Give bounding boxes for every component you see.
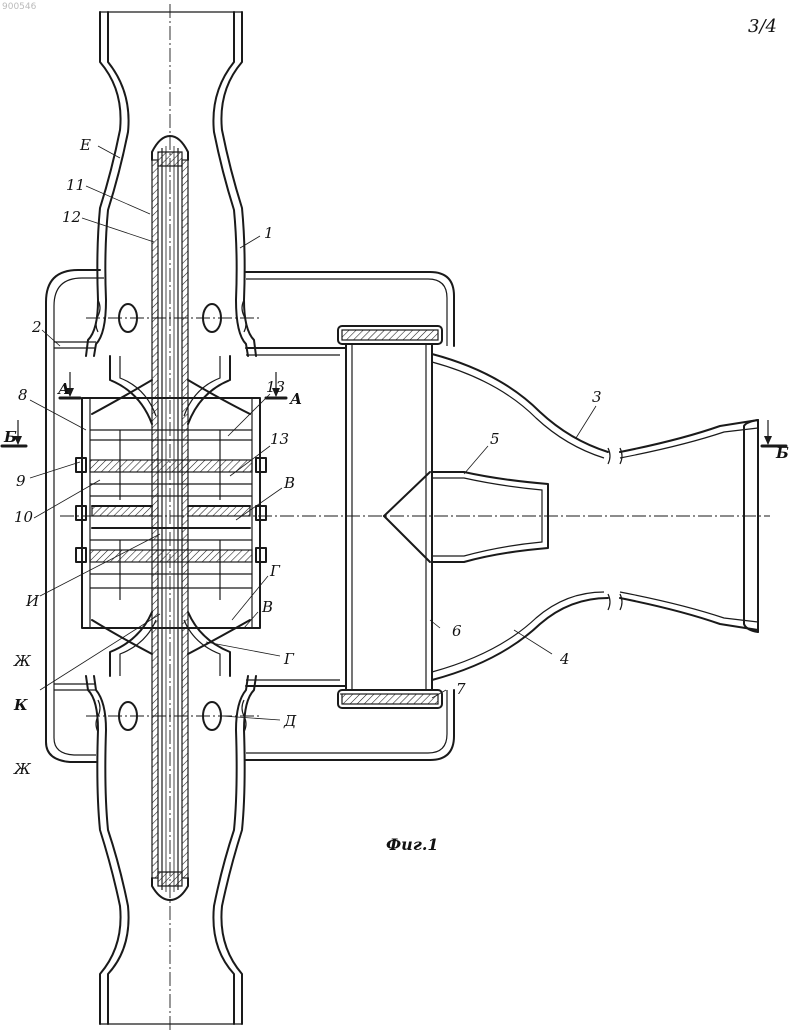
label-part-8: 8 [18, 386, 28, 404]
label-section-a-right: А [289, 390, 302, 408]
lower-tube [86, 676, 256, 1024]
label-zone-k: К [13, 696, 28, 714]
manifold [338, 326, 758, 708]
label-zone-zh-upper: Ж [13, 652, 32, 670]
upper-tube [86, 12, 256, 356]
label-zone-g-upper: Г [269, 562, 281, 580]
label-zone-g-lower: Г [283, 650, 295, 668]
corner-code: 900546 [2, 2, 37, 12]
label-part-9: 9 [16, 472, 26, 490]
label-part-4: 4 [559, 650, 570, 668]
label-section-b-left: Б [3, 428, 17, 446]
labels: Е 11 12 1 2 А А 8 Б 13 13 9 10 В И Г В Г… [3, 136, 789, 854]
label-section-a-left: А [57, 380, 70, 398]
figure-caption: Фиг.1 [386, 835, 439, 854]
label-part-13-lower: 13 [270, 430, 289, 448]
label-section-b-right: Б [775, 444, 789, 462]
label-part-2: 2 [31, 318, 42, 336]
label-part-13-upper: 13 [266, 378, 285, 396]
label-zone-zh-lower: Ж [13, 760, 32, 778]
label-part-7: 7 [456, 680, 466, 698]
sheet-number: 3/4 [748, 16, 777, 37]
label-part-10: 10 [14, 508, 34, 526]
label-part-12: 12 [62, 208, 81, 226]
label-part-3: 3 [592, 388, 602, 406]
label-zone-v-upper: В [283, 474, 295, 492]
label-part-1: 1 [264, 224, 274, 242]
label-part-11: 11 [66, 176, 85, 194]
label-zone-v-lower: В [261, 598, 273, 616]
label-zone-e: Е [79, 136, 91, 154]
label-part-5: 5 [490, 430, 500, 448]
label-zone-d: Д [283, 712, 297, 730]
label-part-6: 6 [452, 622, 462, 640]
label-zone-i: И [25, 592, 40, 610]
